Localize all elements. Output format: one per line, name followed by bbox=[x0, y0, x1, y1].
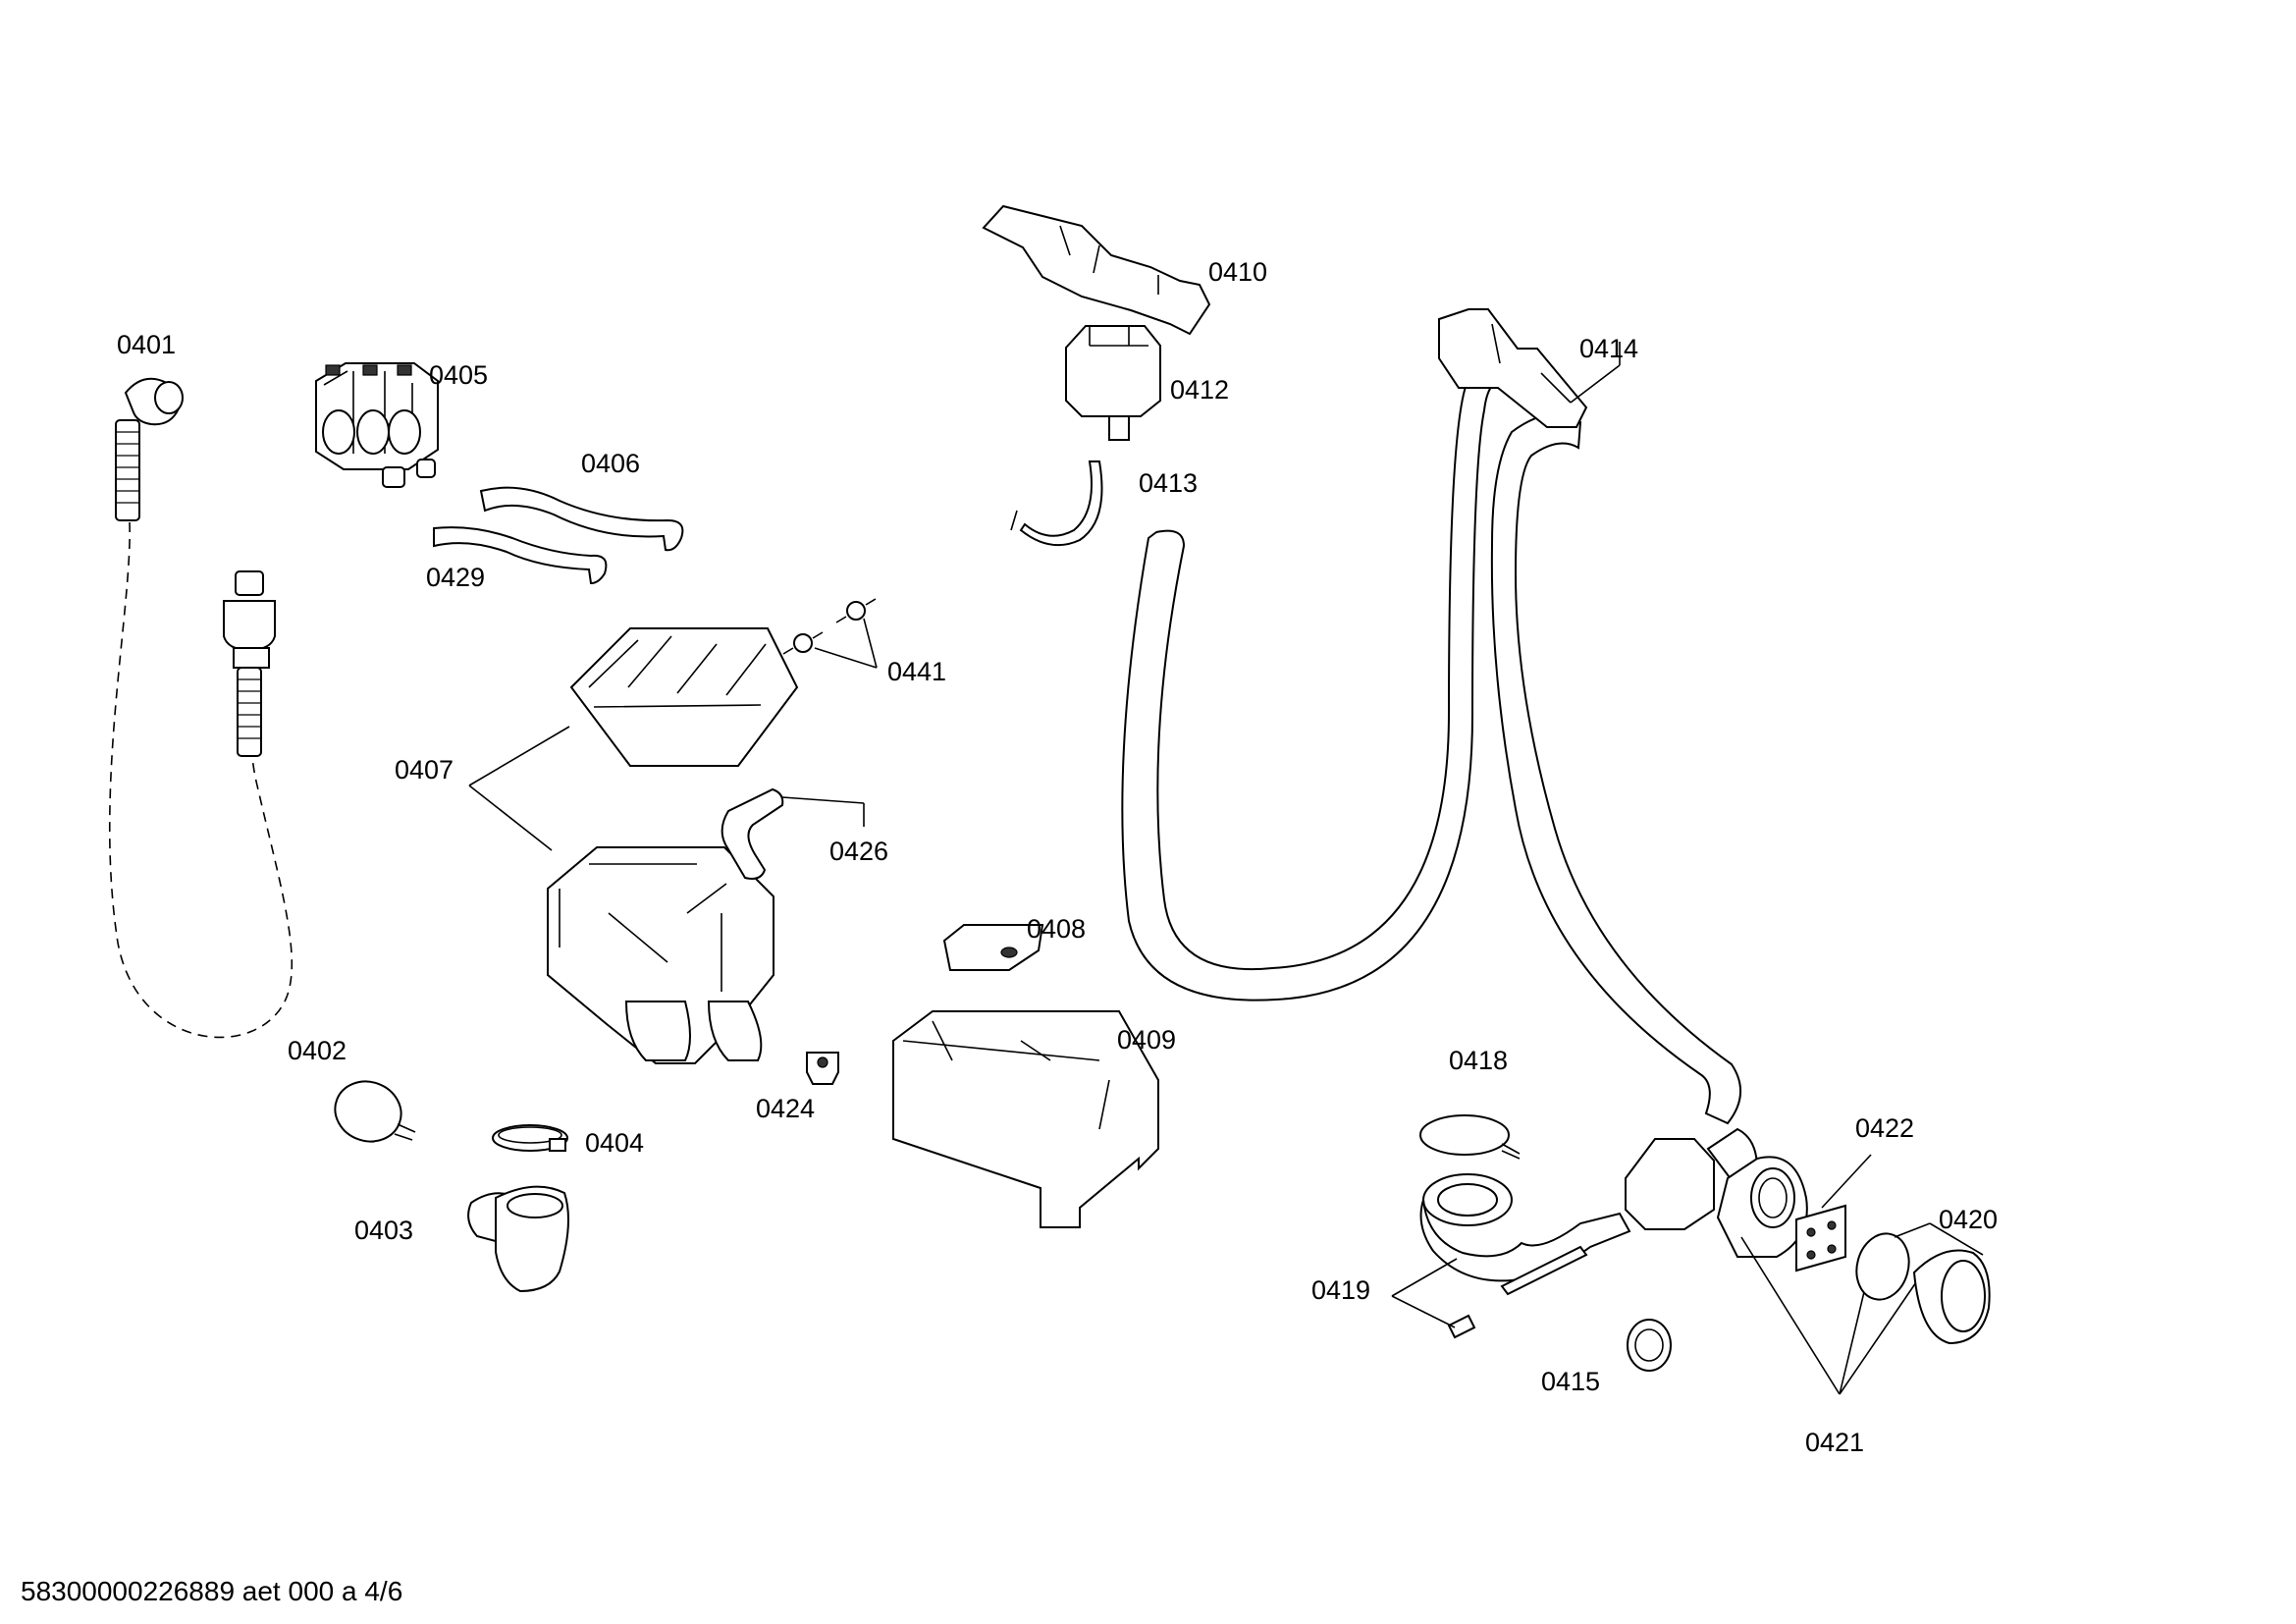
part-0407-dispenser bbox=[547, 627, 799, 1064]
part-0413-small-hose bbox=[1019, 460, 1103, 547]
part-0404-hose-clamp bbox=[492, 1124, 568, 1152]
label-0426: 0426 bbox=[829, 837, 889, 866]
part-0412-relay bbox=[1065, 325, 1161, 441]
label-0402: 0402 bbox=[288, 1036, 347, 1065]
label-0406: 0406 bbox=[581, 449, 641, 478]
part-0408-cover bbox=[942, 924, 1044, 971]
part-0426-seal bbox=[721, 787, 784, 880]
part-0418-clamp bbox=[1419, 1114, 1521, 1160]
part-0415-clip bbox=[1627, 1319, 1672, 1372]
leader-0414 bbox=[1570, 364, 1621, 404]
leader-0407 bbox=[468, 726, 570, 851]
part-0413-tip bbox=[1010, 510, 1018, 531]
label-0403: 0403 bbox=[354, 1216, 414, 1245]
label-0414: 0414 bbox=[1579, 334, 1639, 363]
part-0405-valve bbox=[315, 362, 439, 488]
label-0415: 0415 bbox=[1541, 1367, 1601, 1396]
label-0420: 0420 bbox=[1939, 1205, 1999, 1234]
part-0401-inlet-hose bbox=[108, 377, 294, 1039]
part-0424-clip bbox=[806, 1052, 839, 1085]
document-footer-id: 58300000226889 aet 000 a 4/6 bbox=[21, 1576, 403, 1606]
part-0422-plate bbox=[1795, 1154, 1872, 1272]
label-0418: 0418 bbox=[1449, 1046, 1509, 1075]
label-0424: 0424 bbox=[756, 1094, 816, 1123]
label-0412: 0412 bbox=[1170, 375, 1230, 405]
label-0422: 0422 bbox=[1855, 1113, 1915, 1143]
label-0409: 0409 bbox=[1117, 1025, 1177, 1055]
label-0404: 0404 bbox=[585, 1128, 645, 1158]
label-0441: 0441 bbox=[887, 657, 947, 686]
part-0410-bracket bbox=[982, 204, 1211, 336]
label-0407: 0407 bbox=[395, 755, 454, 785]
part-0421-pump bbox=[1625, 1127, 1917, 1395]
label-0419: 0419 bbox=[1311, 1275, 1371, 1305]
part-0403-sump bbox=[467, 1185, 569, 1293]
part-0409-drawer bbox=[892, 1010, 1159, 1228]
part-0419-bellows bbox=[1391, 1173, 1631, 1339]
label-0410: 0410 bbox=[1208, 257, 1268, 287]
label-0413: 0413 bbox=[1139, 468, 1199, 498]
label-0429: 0429 bbox=[426, 563, 486, 592]
part-0406-0429-hoses bbox=[433, 486, 684, 585]
label-0408: 0408 bbox=[1027, 914, 1087, 944]
label-0401: 0401 bbox=[117, 330, 177, 359]
part-0414-drain-hoses bbox=[1121, 308, 1742, 1125]
part-0441-clamps bbox=[782, 598, 878, 669]
part-0402-ring-clamp bbox=[334, 1080, 416, 1143]
part-0420-filter bbox=[1855, 1222, 1991, 1345]
label-0421: 0421 bbox=[1805, 1428, 1865, 1457]
leader-0426 bbox=[781, 796, 865, 804]
label-0405: 0405 bbox=[429, 360, 489, 390]
